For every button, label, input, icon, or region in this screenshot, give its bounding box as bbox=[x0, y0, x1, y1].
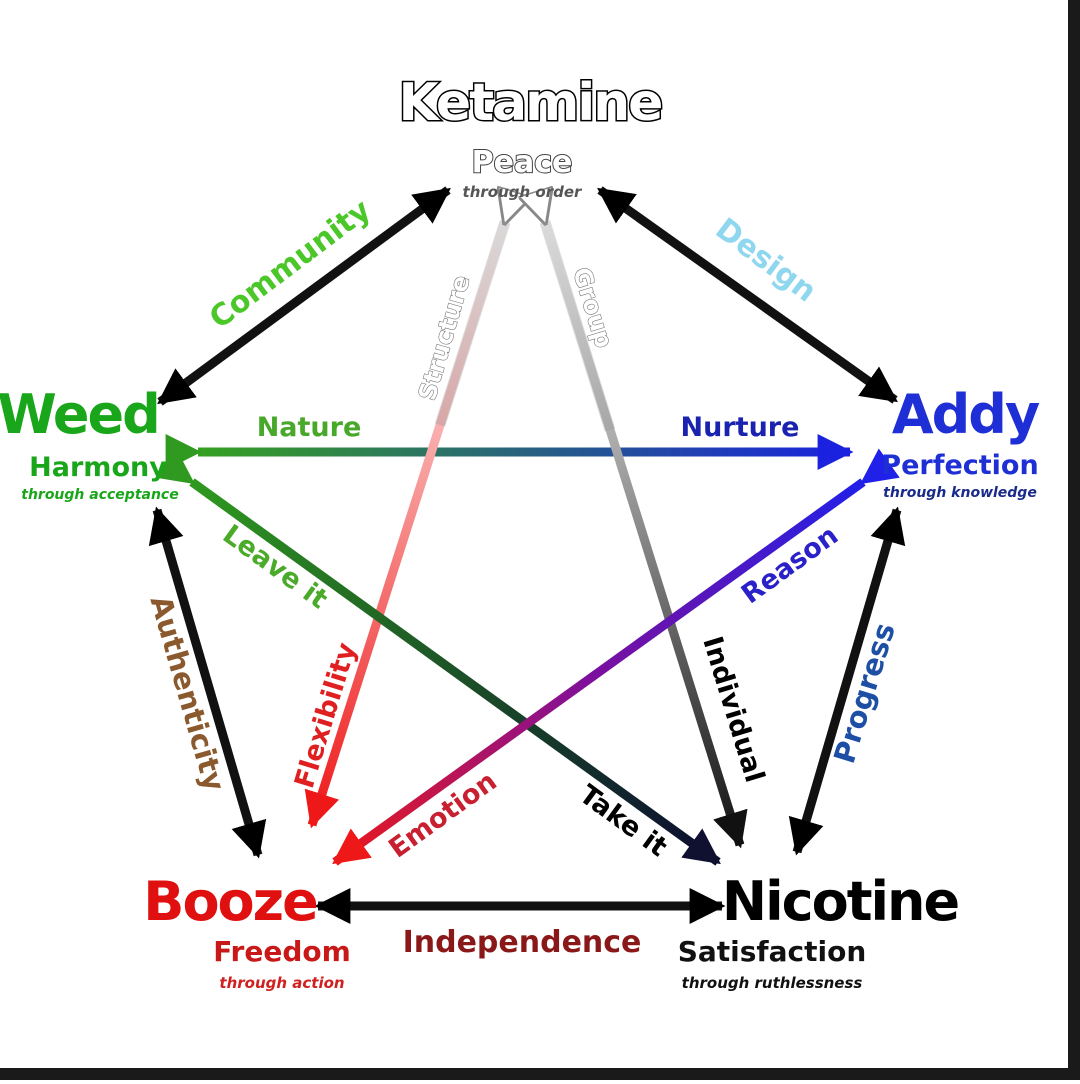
ketamine-method: through order bbox=[463, 183, 583, 201]
addy-title: Addy bbox=[892, 383, 1040, 446]
weed-virtue: Harmony bbox=[29, 452, 167, 483]
label-design: Design bbox=[709, 211, 823, 309]
addy-method: through knowledge bbox=[883, 485, 1037, 501]
weed-title: Weed bbox=[0, 383, 159, 446]
group-outline bbox=[539, 220, 616, 432]
structure-outline bbox=[434, 220, 511, 427]
label-nurture: Nurture bbox=[681, 412, 800, 443]
label-nature: Nature bbox=[257, 412, 362, 443]
label-individual: Individual bbox=[696, 633, 770, 786]
edge-community bbox=[157, 186, 451, 406]
ketamine-virtue: Peace bbox=[472, 145, 573, 180]
edge-reason-emotion bbox=[332, 448, 900, 866]
booze-title: Booze bbox=[143, 870, 317, 933]
ketamine-title: Ketamine bbox=[399, 73, 662, 133]
nicotine-virtue: Satisfaction bbox=[678, 935, 867, 968]
frame-bottom-edge bbox=[0, 1068, 1080, 1080]
nicotine-method: through ruthlessness bbox=[682, 974, 863, 992]
frame-right-edge bbox=[1068, 0, 1080, 1080]
booze-method: through action bbox=[219, 974, 344, 992]
label-progress: Progress bbox=[827, 619, 902, 767]
edge-design bbox=[597, 186, 898, 404]
addy-virtue: Perfection bbox=[881, 450, 1038, 481]
nicotine-title: Nicotine bbox=[722, 870, 959, 933]
booze-virtue: Freedom bbox=[213, 935, 351, 968]
weed-method: through acceptance bbox=[21, 487, 178, 503]
label-independence: Independence bbox=[403, 925, 642, 960]
